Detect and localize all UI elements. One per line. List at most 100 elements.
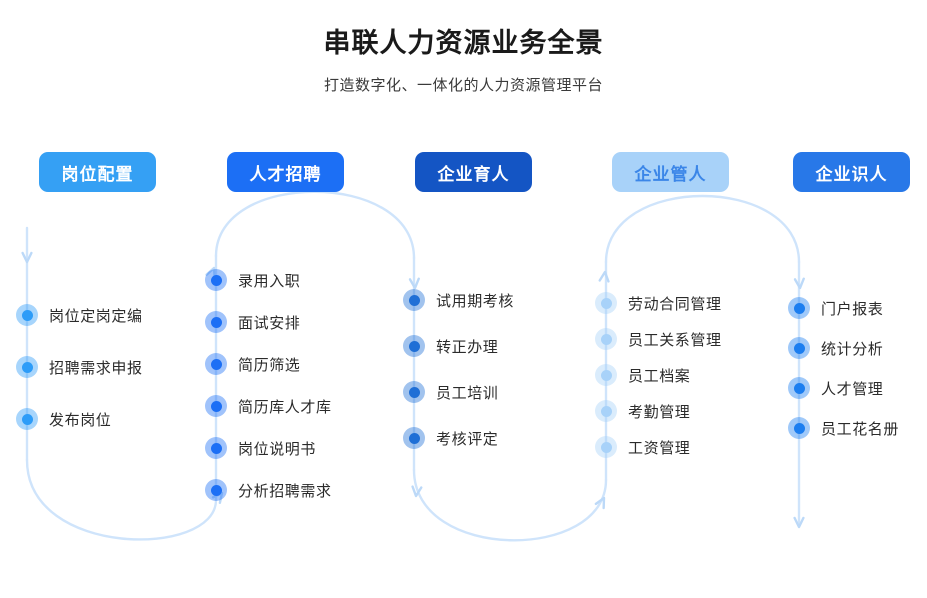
- connector-path: [214, 190, 416, 260]
- page-title: 串联人力资源业务全景: [323, 28, 604, 58]
- timeline-dot-icon: [403, 381, 425, 403]
- timeline-dot-icon: [16, 408, 38, 430]
- list-item-label: 发布岗位: [49, 411, 112, 429]
- timeline-dot-icon: [205, 269, 227, 291]
- list-item[interactable]: 面试安排: [205, 311, 300, 333]
- stage-pill-4[interactable]: 企业管人: [612, 152, 729, 192]
- arrow-up-stage-4-top-icon: [598, 270, 610, 283]
- list-item-label: 录用入职: [238, 272, 301, 290]
- list-item-label: 员工档案: [628, 367, 691, 385]
- list-item[interactable]: 录用入职: [205, 269, 300, 291]
- dot-core: [210, 274, 222, 286]
- dot-core: [408, 340, 420, 352]
- list-item[interactable]: 转正办理: [403, 335, 498, 357]
- arrow-down-stage-3-bottom-icon: [411, 485, 423, 498]
- timeline-dot-icon: [595, 328, 617, 350]
- arrow-down-into-stage-3-icon: [408, 277, 420, 290]
- connector-path: [25, 458, 218, 541]
- dot-core: [210, 316, 222, 328]
- list-item-label: 员工关系管理: [628, 331, 722, 349]
- list-item-label: 考核评定: [436, 430, 499, 448]
- list-item-label: 工资管理: [628, 439, 691, 457]
- list-item-label: 简历筛选: [238, 356, 301, 374]
- dot-core: [408, 294, 420, 306]
- list-item[interactable]: 门户报表: [788, 297, 883, 319]
- stage-pill-label: 企业育人: [437, 164, 510, 184]
- list-item-label: 分析招聘需求: [238, 482, 332, 500]
- list-item-label: 转正办理: [436, 338, 499, 356]
- list-item-label: 员工培训: [436, 384, 499, 402]
- dot-core: [600, 405, 612, 417]
- timeline-dot-icon: [16, 304, 38, 326]
- list-item[interactable]: 分析招聘需求: [205, 479, 332, 501]
- stage-pill-label: 企业管人: [634, 164, 707, 184]
- list-item[interactable]: 考核评定: [403, 427, 498, 449]
- list-item[interactable]: 劳动合同管理: [595, 292, 722, 314]
- list-item-label: 面试安排: [238, 314, 301, 332]
- connector-path: [604, 194, 801, 264]
- dot-core: [210, 484, 222, 496]
- timeline-dot-icon: [205, 437, 227, 459]
- dot-core: [600, 333, 612, 345]
- timeline-dot-icon: [205, 479, 227, 501]
- dot-core: [793, 342, 805, 354]
- arrow-down-into-stage-5-icon: [793, 277, 805, 290]
- list-item-label: 招聘需求申报: [49, 359, 143, 377]
- timeline-dot-icon: [205, 311, 227, 333]
- list-item-label: 劳动合同管理: [628, 295, 722, 313]
- stage-pill-3[interactable]: 企业育人: [415, 152, 532, 192]
- dot-core: [600, 297, 612, 309]
- list-item-label: 岗位说明书: [238, 440, 317, 458]
- timeline-dot-icon: [595, 364, 617, 386]
- list-item[interactable]: 考勤管理: [595, 400, 690, 422]
- list-item-label: 门户报表: [821, 300, 884, 318]
- dot-core: [793, 382, 805, 394]
- stage-pill-1[interactable]: 岗位配置: [39, 152, 156, 192]
- list-item[interactable]: 岗位定岗定编: [16, 304, 143, 326]
- stage-pill-5[interactable]: 企业识人: [793, 152, 910, 192]
- list-item[interactable]: 发布岗位: [16, 408, 111, 430]
- list-item[interactable]: 简历筛选: [205, 353, 300, 375]
- list-item[interactable]: 工资管理: [595, 436, 690, 458]
- list-item[interactable]: 统计分析: [788, 337, 883, 359]
- timeline-dot-icon: [403, 289, 425, 311]
- timeline-dot-icon: [205, 353, 227, 375]
- stage-pill-label: 企业识人: [815, 164, 888, 184]
- list-item[interactable]: 试用期考核: [403, 289, 514, 311]
- list-item[interactable]: 人才管理: [788, 377, 883, 399]
- list-item[interactable]: 员工关系管理: [595, 328, 722, 350]
- dot-core: [408, 432, 420, 444]
- page-subtitle: 打造数字化、一体化的人力资源管理平台: [323, 77, 603, 94]
- list-item[interactable]: 简历库人才库: [205, 395, 332, 417]
- list-item[interactable]: 员工花名册: [788, 417, 899, 439]
- list-item-label: 员工花名册: [821, 420, 900, 438]
- dot-core: [793, 302, 805, 314]
- timeline-dot-icon: [205, 395, 227, 417]
- dot-core: [408, 386, 420, 398]
- dot-core: [600, 441, 612, 453]
- stage-pill-label: 人才招聘: [249, 164, 322, 184]
- list-item-label: 考勤管理: [628, 403, 691, 421]
- arrow-end-down-icon: [793, 516, 805, 529]
- list-item[interactable]: 招聘需求申报: [16, 356, 143, 378]
- dot-core: [210, 442, 222, 454]
- stage-pill-2[interactable]: 人才招聘: [227, 152, 344, 192]
- timeline-dot-icon: [788, 417, 810, 439]
- list-item-label: 简历库人才库: [238, 398, 332, 416]
- stage-pill-label: 岗位配置: [61, 164, 134, 184]
- list-item-label: 岗位定岗定编: [49, 307, 143, 325]
- list-item[interactable]: 岗位说明书: [205, 437, 316, 459]
- list-item[interactable]: 员工培训: [403, 381, 498, 403]
- list-item[interactable]: 员工档案: [595, 364, 690, 386]
- dot-core: [21, 361, 33, 373]
- timeline-dot-icon: [595, 292, 617, 314]
- dot-core: [600, 369, 612, 381]
- dot-core: [21, 413, 33, 425]
- dot-core: [210, 358, 222, 370]
- list-item-label: 试用期考核: [436, 292, 515, 310]
- dot-core: [793, 422, 805, 434]
- timeline-dot-icon: [788, 377, 810, 399]
- list-item-label: 人才管理: [821, 380, 884, 398]
- timeline-dot-icon: [16, 356, 38, 378]
